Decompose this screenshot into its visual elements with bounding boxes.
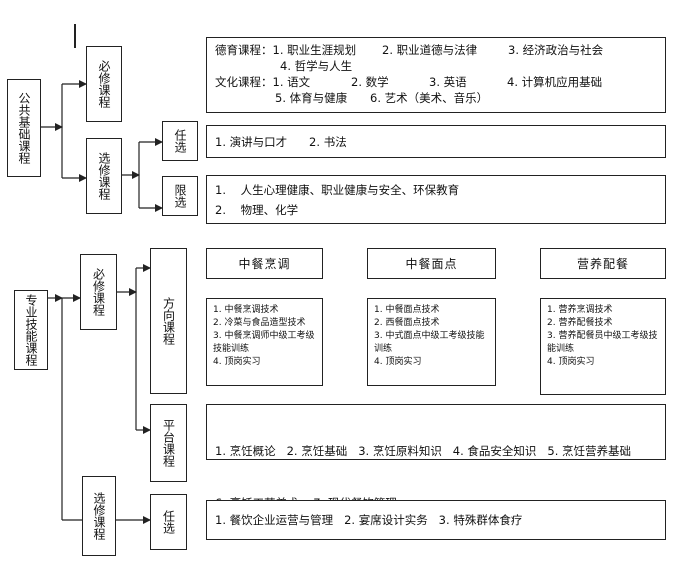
direction-item: 2. 冷菜与食品造型技术 [213,318,306,328]
course-item: 5. 体育与健康 [275,91,348,105]
direction-header-chinese-pastry: 中餐面点 [367,248,496,279]
limited-line: 2. 物理、化学 [215,203,299,217]
direction-item: 4. 顶岗实习 [547,357,595,367]
professional-skill-courses-box: 专业技能课程 [14,290,48,370]
platform-content: 1. 烹饪概论 2. 烹饪基础 3. 烹饪原料知识 4. 食品安全知识 5. 烹… [206,404,666,510]
course-item: 6. 艺术（美术、音乐） [370,91,489,105]
direction-header-nutrition-catering: 营养配餐 [540,248,666,279]
moral-line-1: 德育课程：1. 职业生涯规划 2. 职业道德与法律 3. 经济政治与社会 [215,42,657,58]
direction-item: 1. 中餐面点技术 [374,305,440,315]
direction-item: 3. 中式面点中级工考级技能训练 [374,331,485,354]
professional-optional-content: 1. 餐饮企业运营与管理 2. 宴席设计实务 3. 特殊群体食疗 [206,500,666,540]
platform-line: 1. 烹饪概论 2. 烹饪基础 3. 烹饪原料知识 4. 食品安全知识 5. 烹… [215,444,632,458]
platform-courses-box: 平台课程 [150,404,187,482]
direction-item: 1. 中餐烹调技术 [213,305,279,315]
course-item: 4. 哲学与人生 [280,59,353,73]
course-item: 德育课程：1. 职业生涯规划 [215,43,357,57]
direction-content-nutrition-catering: 1. 营养烹调技术 2. 营养配餐技术 3. 营养配餐员中级工考级技能训练 4.… [540,298,666,395]
optional-courses-text: 1. 演讲与口才 2. 书法 [215,134,347,149]
direction-item: 3. 营养配餐员中级工考级技能训练 [547,331,658,354]
public-basic-courses-box: 公共基础课程 [7,79,41,177]
direction-item: 2. 西餐面点技术 [374,318,440,328]
course-item: 3. 英语 [429,75,467,89]
direction-item: 4. 顶岗实习 [374,357,422,367]
public-optional-box: 任选 [162,121,198,161]
direction-item: 1. 营养烹调技术 [547,305,613,315]
culture-line-2: 5. 体育与健康 6. 艺术（美术、音乐） [215,90,657,106]
direction-item: 4. 顶岗实习 [213,357,261,367]
direction-content-chinese-cooking: 1. 中餐烹调技术 2. 冷菜与食品造型技术 3. 中餐烹调师中级工考级技能训练… [206,298,323,386]
course-item: 2. 职业道德与法律 [382,43,478,57]
optional-courses-text: 1. 餐饮企业运营与管理 2. 宴席设计实务 3. 特殊群体食疗 [215,513,523,527]
direction-courses-box: 方向课程 [150,248,187,394]
limited-line: 1. 人生心理健康、职业健康与安全、环保教育 [215,183,460,197]
professional-elective-courses-box: 选修课程 [82,476,116,556]
course-item: 2. 数学 [351,75,389,89]
public-limited-content: 1. 人生心理健康、职业健康与安全、环保教育 2. 物理、化学 [206,175,666,224]
moral-line-2: 4. 哲学与人生 [215,58,657,74]
direction-content-chinese-pastry: 1. 中餐面点技术 2. 西餐面点技术 3. 中式面点中级工考级技能训练 4. … [367,298,496,386]
course-item: 文化课程：1. 语文 [215,75,311,89]
professional-required-courses-box: 必修课程 [80,254,117,330]
public-required-courses-box: 必修课程 [86,46,122,122]
professional-optional-box: 任选 [150,494,187,550]
direction-item: 2. 营养配餐技术 [547,318,613,328]
direction-item: 3. 中餐烹调师中级工考级技能训练 [213,331,315,354]
culture-line-1: 文化课程：1. 语文 2. 数学 3. 英语 4. 计算机应用基础 [215,74,657,90]
course-item: 4. 计算机应用基础 [507,75,603,89]
public-required-content: 德育课程：1. 职业生涯规划 2. 职业道德与法律 3. 经济政治与社会 4. 哲学… [206,37,666,113]
direction-header-chinese-cooking: 中餐烹调 [206,248,323,279]
public-limited-box: 限选 [162,176,198,216]
course-item: 3. 经济政治与社会 [508,43,604,57]
public-optional-content: 1. 演讲与口才 2. 书法 [206,125,666,158]
public-elective-courses-box: 选修课程 [86,138,122,214]
